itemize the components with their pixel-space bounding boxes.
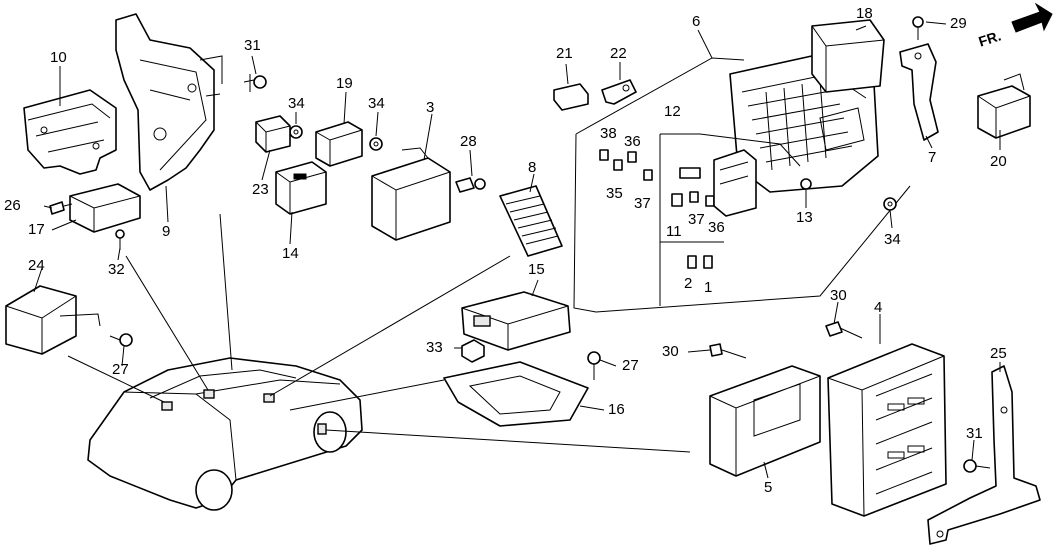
callout-10: 10 xyxy=(50,49,67,66)
callout-4: 4 xyxy=(874,299,883,316)
bolt-31b-drawing xyxy=(963,459,991,473)
module-18-drawing xyxy=(811,19,885,93)
callout-7: 7 xyxy=(928,149,937,166)
callout-36a: 36 xyxy=(624,133,641,150)
module-24-drawing xyxy=(5,285,101,355)
bolt-31-drawing xyxy=(243,74,267,92)
callout-28: 28 xyxy=(460,133,477,150)
connector-22-drawing xyxy=(601,79,637,105)
callout-37a: 37 xyxy=(634,195,651,212)
module-20-drawing xyxy=(977,73,1031,139)
panel-8-drawing xyxy=(499,185,563,257)
bolt-28-drawing xyxy=(455,177,486,193)
callout-25: 25 xyxy=(990,345,1007,362)
unit-15-drawing xyxy=(461,291,571,351)
callout-32: 32 xyxy=(108,261,125,278)
callout-31a: 31 xyxy=(244,37,261,54)
bracket-16-drawing xyxy=(443,361,589,427)
ecu-4-drawing xyxy=(827,343,947,517)
callout-34b: 34 xyxy=(368,95,385,112)
relay-14-drawing xyxy=(275,161,327,215)
callout-1: 1 xyxy=(704,279,713,296)
nut-34b-drawing xyxy=(369,137,383,151)
car-drawing xyxy=(87,357,363,511)
callout-36b: 36 xyxy=(708,219,725,236)
fuse-set-drawing xyxy=(599,149,757,269)
bolt-30-drawing xyxy=(709,321,863,359)
bolt-27b-drawing xyxy=(587,351,601,380)
callout-9: 9 xyxy=(162,223,171,240)
car-leader-lines xyxy=(67,213,691,453)
callout-30a: 30 xyxy=(662,343,679,360)
bracket-9-drawing xyxy=(115,13,223,191)
callout-11: 11 xyxy=(666,223,682,240)
relay-21-drawing xyxy=(553,83,589,111)
callout-34c: 34 xyxy=(884,231,901,248)
group-12-outline xyxy=(659,133,801,306)
front-arrow-icon xyxy=(1011,2,1053,33)
callout-2: 2 xyxy=(684,275,693,292)
callout-37b: 37 xyxy=(688,211,705,228)
callout-31b: 31 xyxy=(966,425,983,442)
callout-27b: 27 xyxy=(622,357,639,374)
callout-21: 21 xyxy=(556,45,573,62)
callout-17: 17 xyxy=(28,221,45,238)
bolt-27a-drawing xyxy=(109,333,133,347)
box-5-drawing xyxy=(709,365,821,477)
unit-17-drawing xyxy=(69,183,141,233)
nut-34c-drawing xyxy=(883,197,897,211)
callout-14: 14 xyxy=(282,245,299,262)
relay-19-drawing xyxy=(315,121,363,167)
grommet-13-drawing xyxy=(800,178,812,190)
callout-6: 6 xyxy=(692,13,701,30)
relay-23-drawing xyxy=(255,115,291,153)
bracket-25-drawing xyxy=(927,365,1041,545)
callout-12: 12 xyxy=(664,103,681,120)
screw-32-drawing xyxy=(115,229,125,250)
callout-29: 29 xyxy=(950,15,967,32)
callout-35: 35 xyxy=(606,185,623,202)
callout-5: 5 xyxy=(764,479,773,496)
callout-15: 15 xyxy=(528,261,545,278)
callout-22: 22 xyxy=(610,45,627,62)
callout-26: 26 xyxy=(4,197,21,214)
bracket-10-drawing xyxy=(23,89,117,175)
callout-18: 18 xyxy=(856,5,873,22)
callout-34a: 34 xyxy=(288,95,305,112)
callout-23: 23 xyxy=(252,181,269,198)
callout-38: 38 xyxy=(600,125,617,142)
callout-3: 3 xyxy=(426,99,435,116)
nut-34-drawing xyxy=(289,125,303,139)
callout-20: 20 xyxy=(990,153,1007,170)
callout-8: 8 xyxy=(528,159,537,176)
nut-33-drawing xyxy=(461,339,485,363)
callout-leaders xyxy=(33,21,1001,479)
callout-30b: 30 xyxy=(830,287,847,304)
bolt-26-drawing xyxy=(49,201,73,215)
callout-13: 13 xyxy=(796,209,813,226)
callout-27a: 27 xyxy=(112,361,129,378)
callout-33: 33 xyxy=(426,339,443,356)
callout-19: 19 xyxy=(336,75,353,92)
unit-3-drawing xyxy=(371,147,451,241)
bracket-7-drawing xyxy=(899,43,939,141)
callout-16: 16 xyxy=(608,401,625,418)
callout-24: 24 xyxy=(28,257,45,274)
bolt-29-drawing xyxy=(912,16,924,40)
